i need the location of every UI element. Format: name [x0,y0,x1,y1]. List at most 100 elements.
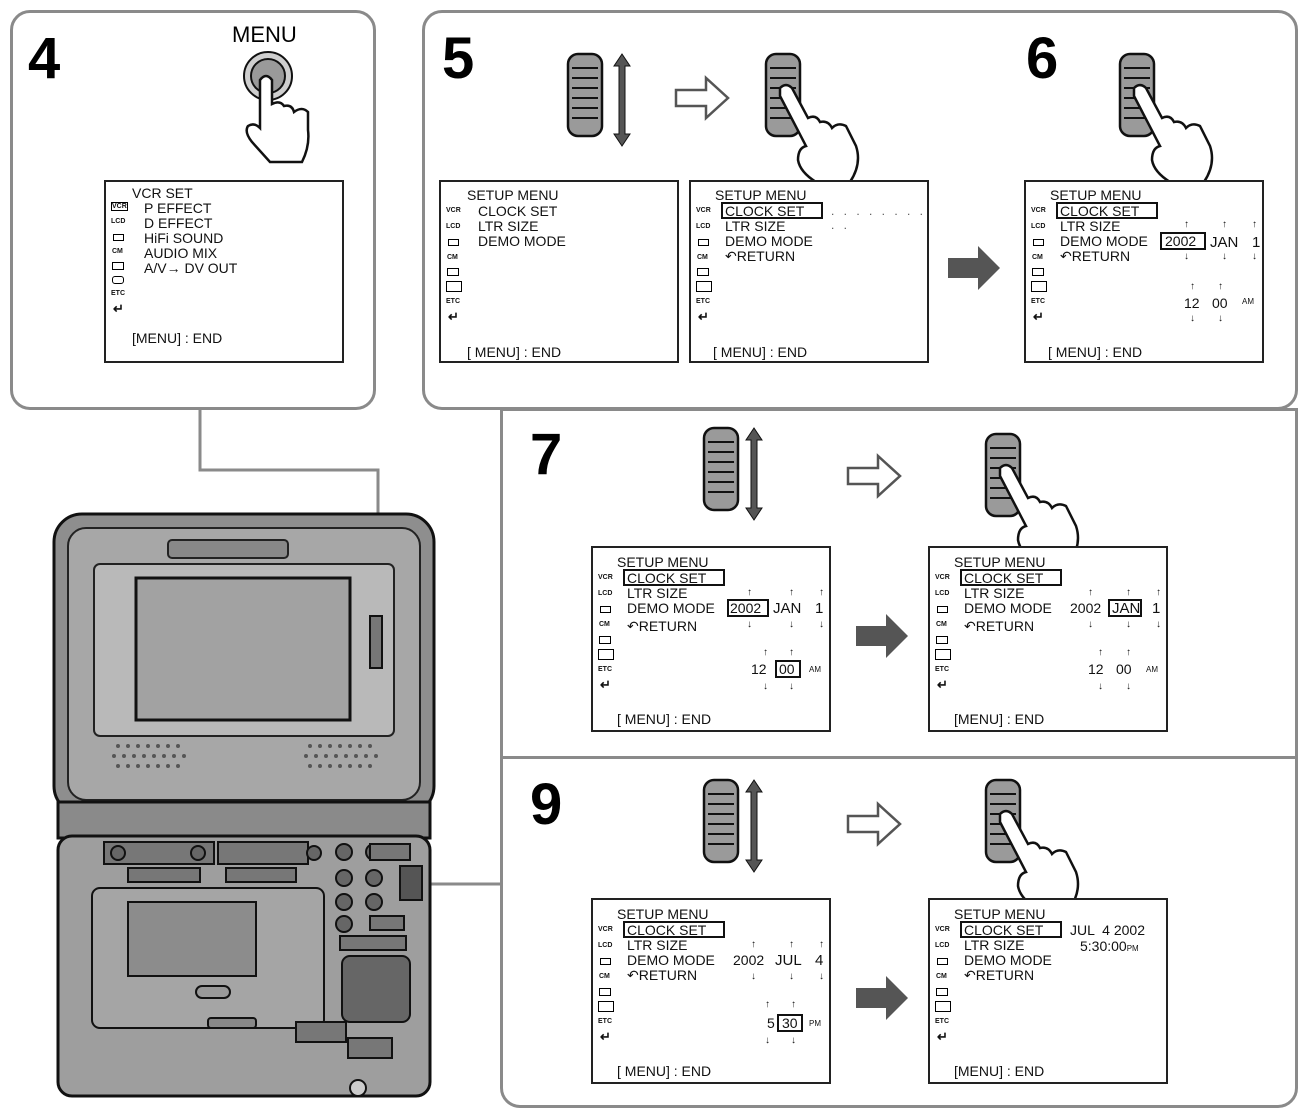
camera-icon [1032,268,1044,276]
setup-footer: [MENU] : END [954,1063,1045,1079]
down-arrow-icon: ↓ [1252,251,1257,262]
clock-ampm: PM [809,1019,821,1028]
clock-hour: 12 [751,661,767,677]
final-time: 5:30:00PM [1080,939,1139,953]
return-icon: ↵ [1033,309,1044,324]
setup-item-demo-mode: DEMO MODE [725,233,813,249]
hollow-arrow-icon-7 [846,454,902,498]
dial-press-icon-7 [984,432,1080,564]
month-highlight [1108,599,1142,617]
clock-month: JAN [1210,234,1239,251]
gv-d-device-illustration [52,512,436,1098]
down-arrow-icon: ↓ [1126,619,1131,630]
lcd-icon: LCD [111,218,126,225]
setup-footer: [ MENU] : END [713,344,808,360]
down-arrow-icon: ↓ [789,971,794,982]
clock-set-highlight [623,569,725,586]
clock-icon [935,1001,951,1012]
clock-hour: 12 [1088,661,1104,677]
clock-day: 1 [1252,234,1261,251]
up-arrow-icon: ↑ [1218,281,1223,292]
clock-month: JUL [775,952,802,969]
setup-item-clock-set: CLOCK SET [964,570,1044,586]
up-arrow-icon: ↑ [1126,587,1131,598]
camera-icon [112,262,124,270]
setup-item-clock-set: CLOCK SET [627,570,707,586]
up-arrow-icon: ↑ [791,999,796,1010]
clock-icon [598,1001,614,1012]
clock-month: JAN [1112,600,1141,617]
setup-item-clock-set: CLOCK SET [478,203,558,219]
cm-icon: CM [1032,254,1043,261]
down-arrow-icon: ↓ [763,681,768,692]
setup-item-ltr-size: LTR SIZE [478,218,539,234]
tape-icon [448,239,459,246]
return-icon: ↶ [627,618,639,634]
clock-icon [598,649,614,660]
setup-item-demo-mode: DEMO MODE [627,952,715,968]
step9-number: 9 [530,772,563,837]
up-arrow-icon: ↑ [765,999,770,1010]
cm-icon: CM [936,973,947,980]
return-label: RETURN [975,618,1035,634]
etc-icon: ETC [935,1018,949,1025]
up-arrow-icon: ↑ [1222,219,1227,230]
setup-title: SETUP MENU [954,554,1046,570]
lcd-icon: LCD [1031,223,1046,230]
clock-icon [696,281,712,292]
setup-item-clock-set: CLOCK SET [627,922,707,938]
solid-arrow-icon-6 [948,246,1000,290]
return-icon: ↶ [964,618,976,634]
setup-item-clock-set: CLOCK SET [725,203,805,219]
setup-title: SETUP MENU [715,187,807,203]
vcr-icon: VCR [598,926,613,933]
setup-screen-5a: SETUP MENU VCR LCD CM ETC ↵ CLOCK SET LT… [439,180,679,363]
setup-item-return: ↶RETURN [627,968,697,982]
menu-button-press-icon [243,51,310,164]
up-arrow-icon: ↑ [747,587,752,598]
step6-number: 6 [1026,26,1059,91]
vcr-set-screen: VCR SET VCR LCD CM ETC ↵ P EFFECT D EFFE… [104,180,344,363]
final-date: JUL 4 2002 [1070,922,1145,938]
etc-icon: ETC [446,298,460,305]
hollow-arrow-icon-5 [674,76,730,120]
setup-title: SETUP MENU [617,906,709,922]
step4-panel [10,10,376,410]
etc-icon: ETC [696,298,710,305]
return-icon: ↵ [600,1029,611,1044]
clock-set-highlight [623,921,725,938]
clock-year: 2002 [730,600,762,616]
camera-icon [697,268,709,276]
clock-year: 2002 [1070,600,1102,616]
return-icon: ↵ [937,1029,948,1044]
down-arrow-icon: ↓ [751,971,756,982]
setup-item-demo-mode: DEMO MODE [627,600,715,616]
vcr-icon: VCR [111,202,128,211]
dotted-leader: . . . . . . . . . . [831,204,927,232]
up-arrow-icon: ↑ [1098,647,1103,658]
setup-footer: [ MENU] : END [617,1063,712,1079]
tape-icon [1033,239,1044,246]
setup-footer: [MENU] : END [954,711,1045,727]
return-icon: ↶ [627,967,639,983]
vcr-icon: VCR [696,207,711,214]
return-icon: ↵ [113,301,124,316]
lcd-icon: LCD [696,223,711,230]
cm-icon: CM [936,621,947,628]
setup-item-return: ↶RETURN [725,249,795,263]
up-arrow-icon: ↑ [819,939,824,950]
dial-rotate-icon-9 [702,778,763,873]
down-arrow-icon: ↓ [1184,251,1189,262]
vcr-icon: VCR [446,207,461,214]
minute-highlight [777,1014,803,1032]
down-arrow-icon: ↓ [1156,619,1161,630]
vcr-item-av-dv-out: A/V→ DV OUT [144,260,238,276]
down-arrow-icon: ↓ [1190,313,1195,324]
final-time-pm: PM [1126,944,1139,953]
setup-item-ltr-size: LTR SIZE [964,585,1025,601]
return-icon: ↵ [448,309,459,324]
return-icon: ↵ [600,677,611,692]
tape-icon [113,234,124,241]
camera-icon [599,636,611,644]
setup-item-ltr-size: LTR SIZE [627,937,688,953]
